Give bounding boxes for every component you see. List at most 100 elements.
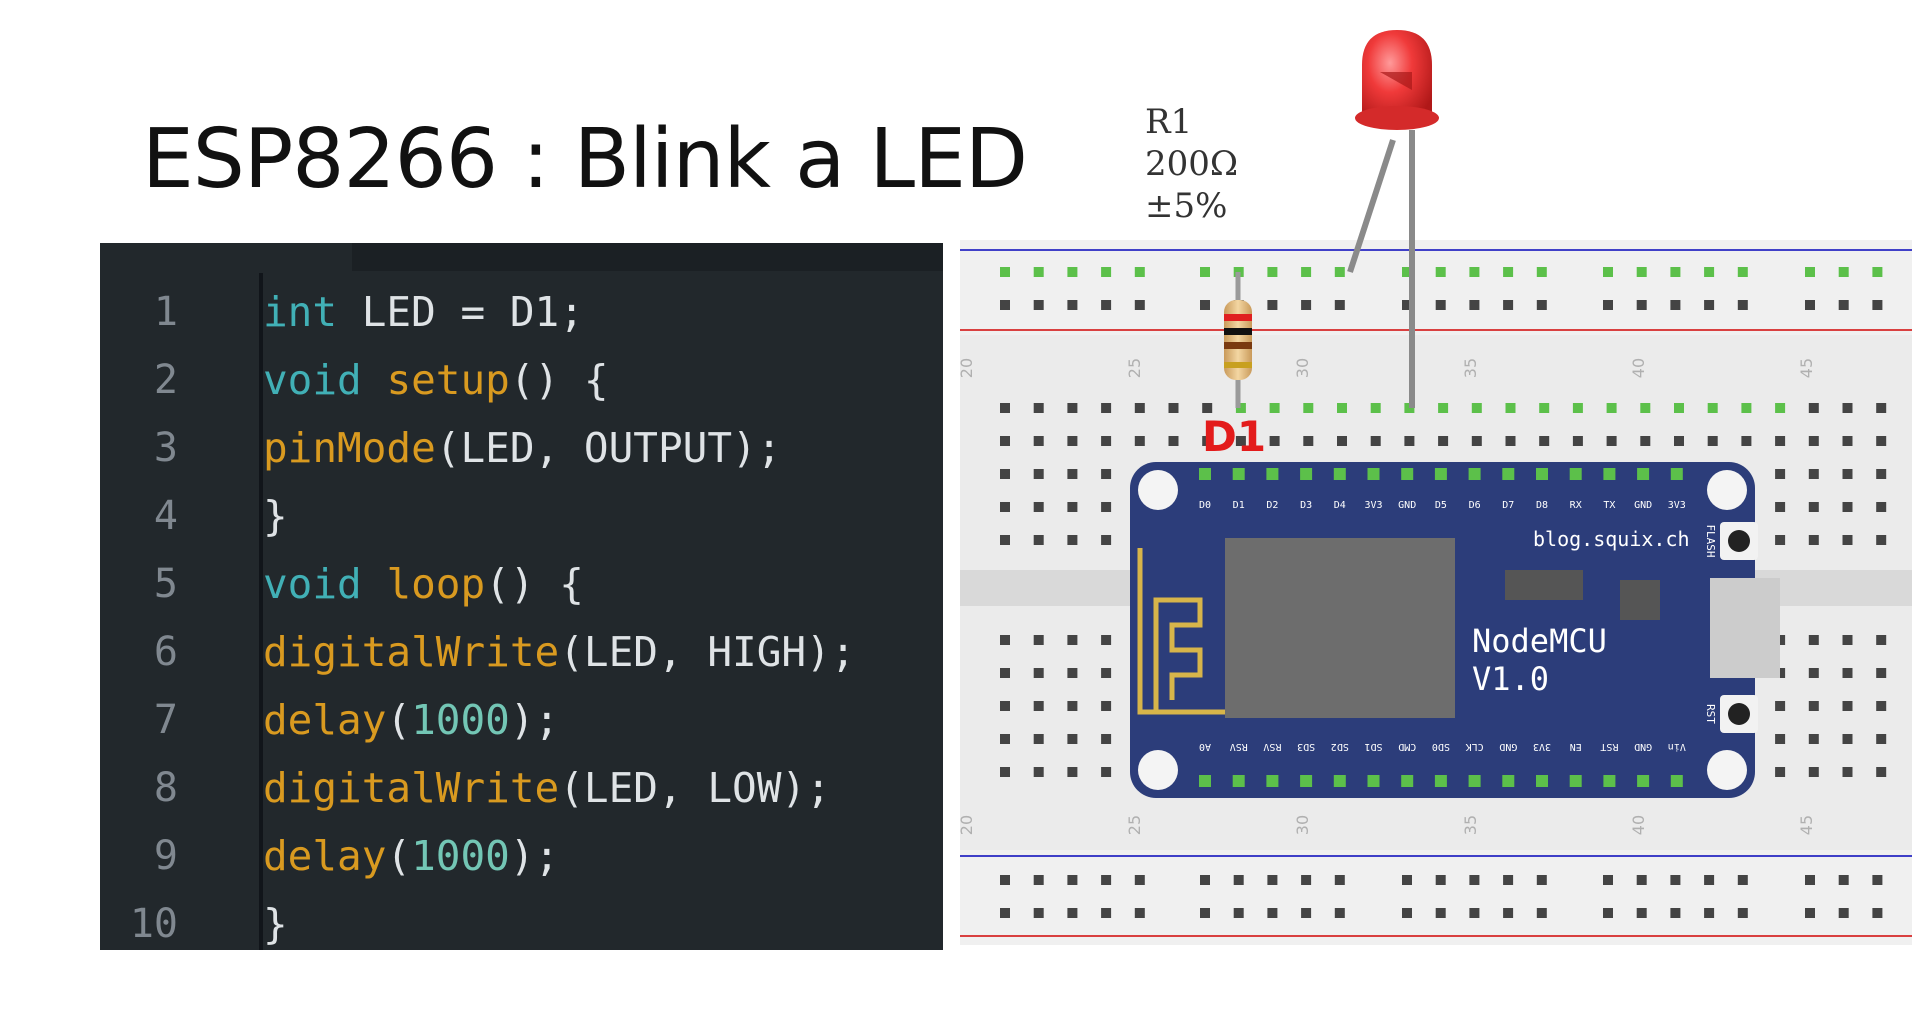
board-name-line2: V1.0 [1472, 660, 1549, 698]
board-pin [1603, 775, 1616, 787]
breadboard-hole [1033, 300, 1044, 310]
breadboard-hole [1101, 668, 1112, 678]
breadboard-hole [1838, 300, 1849, 310]
line-number: 6 [153, 629, 178, 675]
resistor-tolerance-label: ±5% [1145, 186, 1227, 226]
code-token: setup [386, 356, 510, 404]
code-line: 10} [100, 894, 943, 950]
breadboard-hole [1067, 875, 1078, 885]
board-pin-label: GND [1398, 500, 1416, 511]
board-pin-label: SD2 [1331, 741, 1349, 752]
board-pin [1199, 775, 1211, 787]
board-pin [1266, 468, 1279, 480]
breadboard-hole [1737, 908, 1748, 918]
breadboard-hole [1435, 875, 1446, 885]
breadboard-hole [1704, 875, 1715, 885]
line-number: 4 [153, 493, 178, 539]
board-pin [1367, 468, 1380, 480]
breadboard-hole [1842, 469, 1853, 479]
board-pin [1670, 468, 1683, 480]
breadboard-hole [1876, 502, 1887, 512]
code-token: delay [263, 832, 387, 880]
breadboard-hole [1033, 767, 1044, 777]
breadboard-hole [1842, 535, 1853, 545]
code-token: void [263, 356, 362, 404]
breadboard-hole [1536, 267, 1547, 277]
board-pin-label: A0 [1199, 741, 1211, 752]
breadboard-hole [1737, 300, 1748, 310]
esp-module-shield [1225, 538, 1455, 718]
board-pin [1536, 468, 1548, 480]
line-number: 10 [129, 901, 178, 947]
breadboard-hole [1876, 403, 1887, 413]
board-pin-label: RSV [1263, 741, 1281, 752]
editor-topbar [100, 243, 943, 271]
breadboard-hole [1233, 908, 1244, 918]
breadboard-hole [1539, 436, 1550, 446]
breadboard-hole [1838, 267, 1849, 277]
breadboard-hole [1469, 300, 1480, 310]
code-token [362, 560, 387, 608]
breadboard-hole [1636, 300, 1647, 310]
code-text: } [263, 894, 288, 950]
code-token: int [263, 288, 338, 336]
breadboard-hole [1067, 469, 1078, 479]
column-number: 35 [1461, 358, 1480, 378]
breadboard-hole [1636, 908, 1647, 918]
code-text: pinMode(LED, OUTPUT); [263, 418, 781, 478]
breadboard-hole [1505, 436, 1516, 446]
breadboard-hole [1704, 267, 1715, 277]
breadboard-hole [1235, 436, 1246, 446]
breadboard-hole [1101, 300, 1112, 310]
breadboard-hole [1808, 403, 1819, 413]
breadboard-hole [1704, 300, 1715, 310]
breadboard-hole [1134, 875, 1145, 885]
breadboard-hole [1033, 701, 1044, 711]
board-pin-label: D6 [1469, 500, 1481, 511]
column-number: 25 [1125, 358, 1144, 378]
breadboard-hole [1301, 267, 1312, 277]
flash-label: FLASH [1704, 524, 1717, 557]
code-text: digitalWrite(LED, HIGH); [263, 622, 855, 682]
breadboard-hole [1572, 436, 1583, 446]
breadboard-hole [1334, 875, 1345, 885]
breadboard-hole [1503, 267, 1514, 277]
breadboard-hole [1435, 908, 1446, 918]
board-pin [1367, 775, 1380, 787]
breadboard-hole [1469, 908, 1480, 918]
breadboard-hole [1842, 436, 1853, 446]
breadboard-hole [1000, 701, 1010, 711]
code-token: ); [509, 696, 560, 744]
line-number: 3 [153, 425, 178, 471]
mount-hole-tl [1138, 470, 1178, 510]
code-token: pinMode [263, 424, 436, 472]
breadboard-holes [1000, 267, 1887, 918]
board-pin-label: RSV [1230, 741, 1248, 752]
breadboard-hole [1707, 403, 1718, 413]
breadboard-hole [1775, 767, 1786, 777]
code-token: 1000 [411, 832, 510, 880]
board-pin [1434, 775, 1447, 787]
breadboard-hole [1067, 300, 1078, 310]
breadboard-hole [1775, 535, 1786, 545]
breadboard-hole [1539, 403, 1550, 413]
breadboard-hole [1337, 403, 1347, 413]
breadboard-hole [1808, 701, 1819, 711]
board-pin-label: RX [1570, 500, 1582, 511]
breadboard-hole [1808, 502, 1819, 512]
line-number: 8 [153, 765, 178, 811]
board-pin [1333, 468, 1346, 480]
breadboard-hole [1000, 535, 1010, 545]
breadboard-hole [1067, 502, 1078, 512]
breadboard-hole [1503, 875, 1514, 885]
breadboard-hole [1808, 767, 1819, 777]
board-url: blog.squix.ch [1533, 527, 1690, 551]
column-number: 40 [1629, 815, 1648, 835]
breadboard-hole [1842, 403, 1853, 413]
board-pin-label: GND [1634, 741, 1652, 752]
breadboard-hole [1168, 436, 1179, 446]
breadboard-hole [1808, 535, 1819, 545]
board-pin [1401, 468, 1414, 480]
breadboard-hole [1636, 267, 1647, 277]
